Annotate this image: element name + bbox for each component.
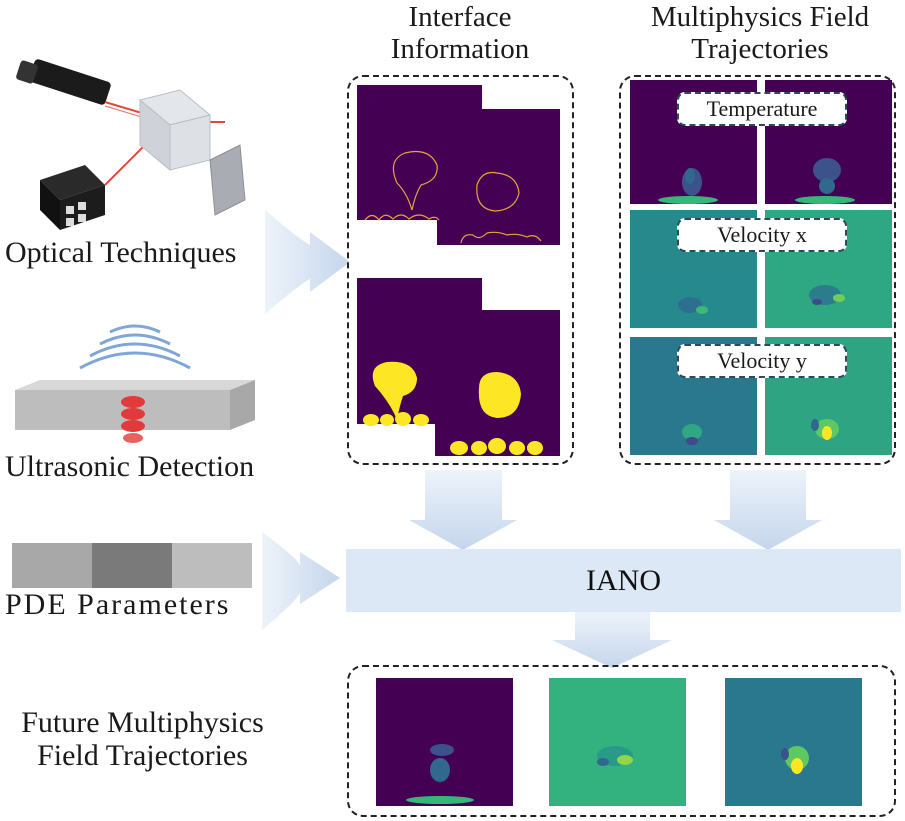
ultrasonic-wave-icon [79,324,191,370]
multiphysics-title: Multiphysics Field Trajectories [620,1,900,66]
iano-label: IANO [586,563,661,597]
future-trajectories-label: Future Multiphysics Field Trajectories [0,706,285,772]
laser-source-icon [16,59,111,105]
arrow-multiphysics-down [714,470,822,550]
output-temperature-image [376,678,513,806]
future-trajectories-line1: Future Multiphysics [21,706,264,739]
future-trajectories-line2: Field Trajectories [37,739,248,772]
multiphysics-title-line1: Multiphysics Field [650,1,870,33]
camera-icon [40,165,105,230]
beam-splitter-cube-icon [138,89,212,172]
interface-title-line1: Interface [408,1,512,33]
pde-parameters-label: PDE Parameters [5,588,231,621]
output-panel [347,665,896,817]
arrow-optical [265,210,350,314]
interface-panel [347,75,574,465]
parameter-bar-icon [12,543,252,588]
optical-setup-illustration [16,59,246,230]
multiphysics-title-line2: Trajectories [691,32,829,65]
output-velocity-y-image [725,678,862,806]
multiphysics-panel [619,75,896,465]
iano-model-box: IANO [346,549,901,612]
interface-title: Interface Information [360,1,560,66]
interface-contour-image [357,85,560,245]
ultrasonic-illustration [15,324,255,443]
interface-mask-image [357,278,560,456]
velocity-y-tag: Velocity y [677,344,847,378]
velocity-x-tag: Velocity x [677,218,847,252]
arrow-iano-down [552,612,672,668]
temperature-tag: Temperature [677,92,847,126]
optical-techniques-label: Optical Techniques [5,236,237,269]
interface-title-line2: Information [390,32,530,65]
arrow-interface-down [409,470,517,550]
output-velocity-x-image [549,678,686,806]
arrow-pde [262,532,340,630]
ultrasonic-detection-label: Ultrasonic Detection [5,450,255,483]
